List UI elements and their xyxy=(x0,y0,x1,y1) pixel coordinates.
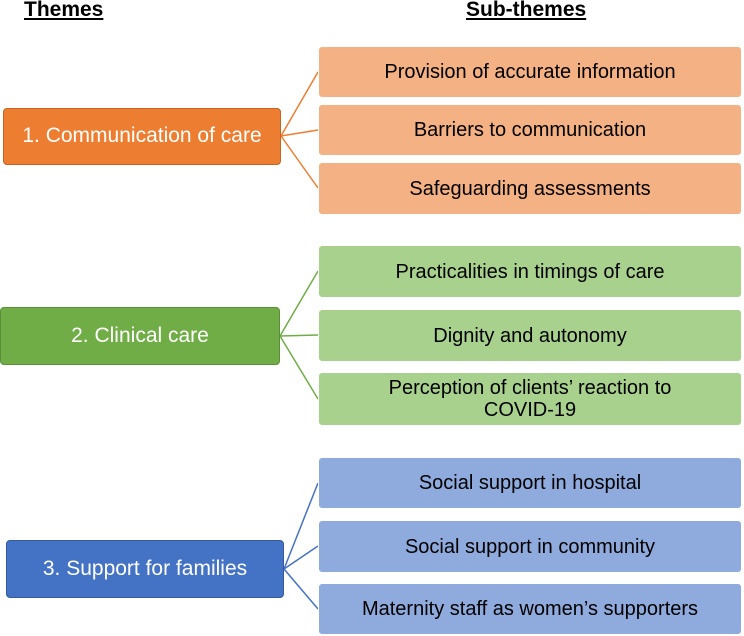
subtheme-perception-of-clients-reaction: Perception of clients’ reaction to COVID… xyxy=(318,372,742,426)
theme-support-for-families: 3. Support for families xyxy=(6,540,284,598)
connector-line xyxy=(280,135,319,189)
connector-line xyxy=(279,270,319,337)
theme-communication-of-care: 1. Communication of care xyxy=(3,108,281,165)
themes-header: Themes xyxy=(24,0,104,21)
connector-line xyxy=(279,334,319,337)
connector-line xyxy=(280,129,319,137)
connector-line xyxy=(280,71,319,137)
connector-line xyxy=(279,335,319,400)
subtheme-practicalities-in-timings-of-care: Practicalities in timings of care xyxy=(318,245,742,298)
subtheme-barriers-to-communication: Barriers to communication xyxy=(318,104,742,156)
connector-line xyxy=(283,482,319,570)
subtheme-provision-of-accurate-information: Provision of accurate information xyxy=(318,46,742,98)
subthemes-header: Sub-themes xyxy=(466,0,587,21)
subtheme-social-support-in-hospital: Social support in hospital xyxy=(318,457,742,509)
subtheme-social-support-in-community: Social support in community xyxy=(318,520,742,573)
connector-line xyxy=(283,568,319,610)
subtheme-safeguarding-assessments: Safeguarding assessments xyxy=(318,162,742,215)
subtheme-dignity-and-autonomy: Dignity and autonomy xyxy=(318,309,742,362)
theme-clinical-care: 2. Clinical care xyxy=(0,307,280,365)
subtheme-maternity-staff-as-supporters: Maternity staff as women’s supporters xyxy=(318,583,742,635)
connector-line xyxy=(283,545,319,570)
